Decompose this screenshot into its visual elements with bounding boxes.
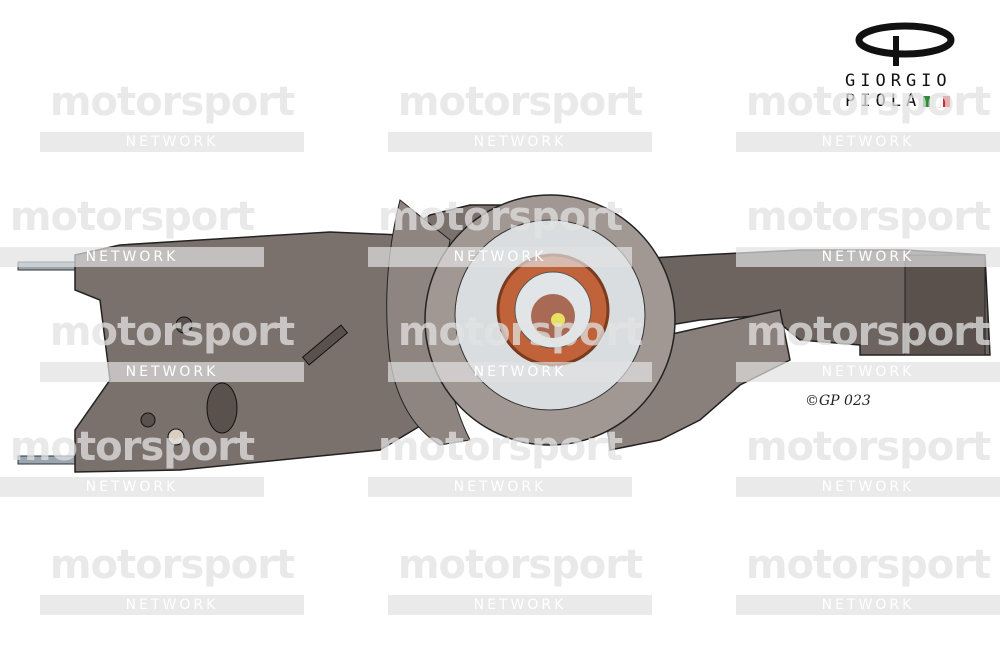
giorgio-piola-logo: GIORGIO PIOLA (845, 22, 975, 111)
flag-white (932, 94, 942, 108)
rear-pins (17, 261, 79, 465)
artist-signature: ©GP 023 (805, 393, 871, 409)
logo-line1: GIORGIO (845, 71, 952, 91)
hub-center (551, 313, 565, 327)
gp-logo-icon (855, 22, 955, 66)
casing-details (140, 316, 349, 446)
flag-green (923, 95, 931, 107)
front-box (904, 254, 986, 356)
flag-red (943, 95, 951, 107)
logo-line2: PIOLA (845, 91, 975, 111)
